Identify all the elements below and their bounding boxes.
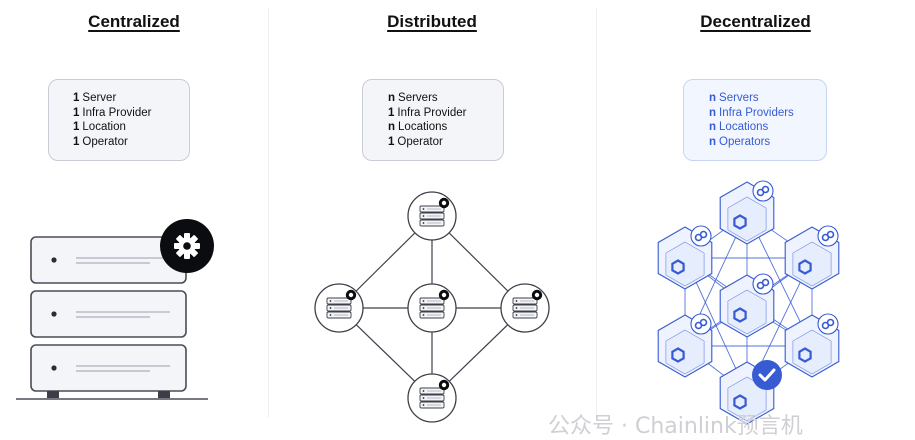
hexagon-node bbox=[784, 225, 840, 290]
stat-label: Location bbox=[82, 121, 126, 133]
chainlink-logo-icon bbox=[671, 347, 685, 363]
watermark: 公众号 · Chainlink预言机 bbox=[548, 414, 803, 439]
gear-icon bbox=[438, 289, 450, 301]
hexagon-node bbox=[784, 313, 840, 378]
server-node bbox=[407, 283, 457, 333]
server-unit bbox=[30, 344, 187, 392]
chainlink-logo-icon bbox=[798, 347, 812, 363]
stat-count: 1 bbox=[388, 106, 395, 119]
gear-icon bbox=[345, 289, 357, 301]
hexagon-node bbox=[719, 273, 775, 338]
stat-label: Locations bbox=[719, 121, 769, 133]
chainlink-logo-icon bbox=[671, 259, 685, 275]
distributed-network-illustration bbox=[314, 191, 550, 423]
server-icon bbox=[419, 387, 445, 409]
link-icon bbox=[690, 225, 712, 247]
stat-count: n bbox=[709, 121, 717, 133]
stat-count: 1 bbox=[73, 135, 80, 148]
server-node bbox=[407, 191, 457, 241]
stat-label: Servers bbox=[719, 92, 759, 104]
column-divider bbox=[596, 8, 597, 418]
stat-count: n bbox=[709, 135, 717, 148]
server-foot bbox=[158, 391, 170, 398]
stat-label: Infra Provider bbox=[397, 106, 467, 119]
chainlink-logo-icon bbox=[733, 214, 747, 230]
server-node bbox=[407, 373, 457, 423]
hexagon-node bbox=[657, 313, 713, 378]
link-icon bbox=[752, 273, 774, 295]
stat-label: Server bbox=[82, 92, 117, 104]
server-stack-illustration bbox=[16, 219, 214, 400]
stat-label: Infra Providers bbox=[719, 106, 794, 119]
stat-count: n bbox=[709, 106, 717, 119]
stat-label: Servers bbox=[398, 92, 438, 104]
server-unit bbox=[30, 290, 187, 338]
hexagon-node bbox=[657, 225, 713, 290]
server-foot bbox=[47, 391, 59, 398]
check-icon bbox=[752, 360, 782, 390]
link-icon bbox=[817, 225, 839, 247]
stat-count: 1 bbox=[73, 121, 80, 133]
link-icon bbox=[690, 313, 712, 335]
stat-label: Operator bbox=[82, 135, 128, 148]
server-icon bbox=[512, 297, 538, 319]
stat-count: n bbox=[709, 92, 717, 104]
stat-count: 1 bbox=[73, 92, 80, 104]
column-title: Decentralized bbox=[700, 12, 811, 31]
gear-icon bbox=[531, 289, 543, 301]
server-icon bbox=[419, 297, 445, 319]
stat-label: Operators bbox=[719, 135, 771, 148]
stat-label: Operator bbox=[397, 135, 443, 148]
server-icon bbox=[326, 297, 352, 319]
link-icon bbox=[817, 313, 839, 335]
stat-label: Infra Provider bbox=[82, 106, 152, 119]
server-node bbox=[314, 283, 364, 333]
stat-count: 1 bbox=[388, 135, 395, 148]
column-title: Distributed bbox=[387, 12, 477, 31]
gear-icon bbox=[438, 379, 450, 391]
server-icon bbox=[419, 205, 445, 227]
hexagon-node bbox=[719, 360, 782, 425]
chainlink-logo-icon bbox=[733, 307, 747, 323]
chainlink-logo-icon bbox=[733, 394, 747, 410]
decentralized-network-illustration bbox=[657, 180, 840, 425]
server-node bbox=[500, 283, 550, 333]
link-icon bbox=[752, 180, 774, 202]
hexagon-node bbox=[719, 180, 775, 245]
stat-label: Locations bbox=[398, 121, 448, 133]
column-divider bbox=[268, 8, 269, 418]
gear-icon bbox=[438, 197, 450, 209]
gear-icon bbox=[160, 219, 214, 273]
stat-count: n bbox=[388, 121, 396, 133]
chainlink-logo-icon bbox=[798, 259, 812, 275]
column-title: Centralized bbox=[88, 12, 180, 31]
stat-count: n bbox=[388, 92, 396, 104]
stat-count: 1 bbox=[73, 106, 80, 119]
